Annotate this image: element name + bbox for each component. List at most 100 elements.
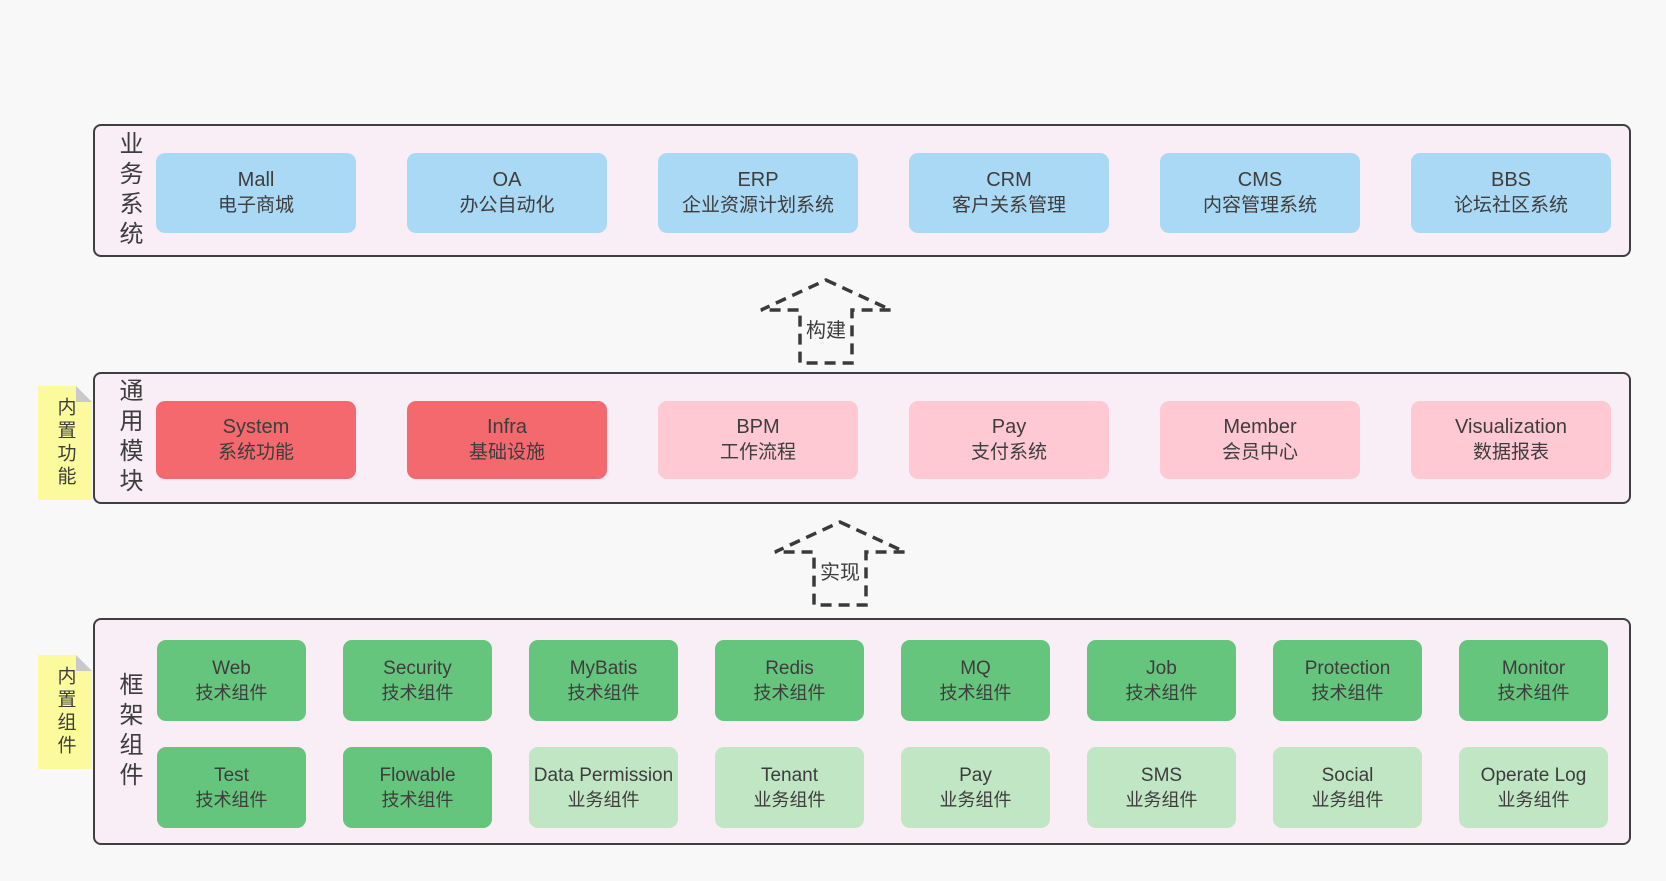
box-title: Infra <box>486 416 528 438</box>
modules-boxes-row: System 系统功能 Infra 基础设施 BPM 工作流程 Pay 支付系统… <box>156 401 1611 479</box>
box-title: Visualization <box>1455 416 1567 438</box>
box-title: Protection <box>1304 657 1391 679</box>
box-subtitle: 业务组件 <box>1125 789 1198 810</box>
box-subtitle: 会员中心 <box>1221 442 1298 463</box>
box-web: Web 技术组件 <box>157 640 306 721</box>
panel-label-framework-components: 框架组件 <box>115 671 142 792</box>
box-pay-component: Pay 业务组件 <box>901 747 1050 828</box>
box-title: Test <box>214 764 249 786</box>
box-subtitle: 工作流程 <box>719 442 796 463</box>
box-title: Web <box>212 657 251 679</box>
box-infra: Infra 基础设施 <box>407 401 607 479</box>
box-title: Redis <box>765 657 814 679</box>
box-member: Member 会员中心 <box>1160 401 1360 479</box>
box-subtitle: 电子商城 <box>217 195 294 216</box>
box-title: CMS <box>1237 169 1283 191</box>
box-title: ERP <box>737 169 779 191</box>
box-subtitle: 业务组件 <box>753 789 826 810</box>
box-mq: MQ 技术组件 <box>901 640 1050 721</box>
panel-label-business-systems: 业务系统 <box>115 130 142 251</box>
up-arrow-icon <box>774 520 906 607</box>
box-crm: CRM 客户关系管理 <box>909 153 1109 233</box>
common-modules-panel: 通用模块 System 系统功能 Infra 基础设施 BPM 工作流程 Pay… <box>93 372 1631 504</box>
box-subtitle: 技术组件 <box>381 789 454 810</box>
box-mybatis: MyBatis 技术组件 <box>529 640 678 721</box>
implement-arrow-label: 实现 <box>816 555 864 586</box>
box-title: SMS <box>1140 764 1183 786</box>
box-subtitle: 业务组件 <box>939 789 1012 810</box>
business-boxes-row: Mall 电子商城 OA 办公自动化 ERP 企业资源计划系统 CRM 客户关系… <box>156 153 1611 233</box>
box-title: Member <box>1223 416 1297 438</box>
box-subtitle: 技术组件 <box>1125 682 1198 703</box>
box-test: Test 技术组件 <box>157 747 306 828</box>
box-subtitle: 论坛社区系统 <box>1453 195 1568 216</box>
build-arrow-label: 构建 <box>802 313 850 344</box>
box-subtitle: 技术组件 <box>381 682 454 703</box>
components-row-2: Test 技术组件 Flowable 技术组件 Data Permission … <box>157 747 1608 828</box>
box-subtitle: 办公自动化 <box>459 195 555 216</box>
box-subtitle: 技术组件 <box>195 789 268 810</box>
box-cms: CMS 内容管理系统 <box>1160 153 1360 233</box>
box-subtitle: 内容管理系统 <box>1202 195 1317 216</box>
box-pay-module: Pay 支付系统 <box>909 401 1109 479</box>
implement-arrow: 实现 <box>772 519 908 608</box>
box-erp: ERP 企业资源计划系统 <box>658 153 858 233</box>
sticky-note-builtin-features: 内置功能 <box>38 386 92 500</box>
box-subtitle: 技术组件 <box>1311 682 1384 703</box>
box-title: Flowable <box>379 764 456 786</box>
box-subtitle: 支付系统 <box>970 442 1047 463</box>
box-title: BBS <box>1490 169 1532 191</box>
box-subtitle: 基础设施 <box>468 442 545 463</box>
box-title: Pay <box>959 764 992 786</box>
sticky-note-text: 内置功能 <box>54 397 76 489</box>
box-tenant: Tenant 业务组件 <box>715 747 864 828</box>
box-subtitle: 系统功能 <box>217 442 294 463</box>
business-systems-panel: 业务系统 Mall 电子商城 OA 办公自动化 ERP 企业资源计划系统 CRM… <box>93 124 1631 257</box>
box-title: MyBatis <box>569 657 638 679</box>
box-subtitle: 技术组件 <box>753 682 826 703</box>
box-oa: OA 办公自动化 <box>407 153 607 233</box>
box-bpm: BPM 工作流程 <box>658 401 858 479</box>
box-operate-log: Operate Log 业务组件 <box>1459 747 1608 828</box>
box-system: System 系统功能 <box>156 401 356 479</box>
box-subtitle: 技术组件 <box>1497 682 1570 703</box>
box-title: Social <box>1321 764 1374 786</box>
box-monitor: Monitor 技术组件 <box>1459 640 1608 721</box>
box-visualization: Visualization 数据报表 <box>1411 401 1611 479</box>
box-title: OA <box>492 169 522 191</box>
box-title: Monitor <box>1501 657 1566 679</box>
box-title: Mall <box>237 169 275 191</box>
box-subtitle: 客户关系管理 <box>951 195 1066 216</box>
box-subtitle: 企业资源计划系统 <box>681 195 834 216</box>
box-job: Job 技术组件 <box>1087 640 1236 721</box>
box-redis: Redis 技术组件 <box>715 640 864 721</box>
box-title: MQ <box>960 657 991 679</box>
box-subtitle: 业务组件 <box>1311 789 1384 810</box>
sticky-note-text: 内置组件 <box>54 666 76 758</box>
box-flowable: Flowable 技术组件 <box>343 747 492 828</box>
box-title: CRM <box>986 169 1032 191</box>
box-data-permission: Data Permission 业务组件 <box>529 747 678 828</box>
box-title: Tenant <box>760 764 819 786</box>
box-protection: Protection 技术组件 <box>1273 640 1422 721</box>
box-social: Social 业务组件 <box>1273 747 1422 828</box>
panel-label-common-modules: 通用模块 <box>115 378 142 498</box>
up-arrow-icon <box>760 278 892 365</box>
sticky-note-builtin-components: 内置组件 <box>38 655 92 769</box>
box-title: System <box>222 416 290 438</box>
box-subtitle: 业务组件 <box>1497 789 1570 810</box>
build-arrow: 构建 <box>758 277 894 366</box>
box-subtitle: 技术组件 <box>195 682 268 703</box>
box-mall: Mall 电子商城 <box>156 153 356 233</box>
box-subtitle: 技术组件 <box>567 682 640 703</box>
box-subtitle: 技术组件 <box>939 682 1012 703</box>
box-subtitle: 业务组件 <box>567 789 640 810</box>
box-title: Security <box>383 657 452 679</box>
box-title: Data Permission <box>533 764 674 786</box>
box-bbs: BBS 论坛社区系统 <box>1411 153 1611 233</box>
box-security: Security 技术组件 <box>343 640 492 721</box>
box-sms: SMS 业务组件 <box>1087 747 1236 828</box>
framework-components-panel: 框架组件 Web 技术组件 Security 技术组件 MyBatis 技术组件… <box>93 618 1631 845</box>
box-subtitle: 数据报表 <box>1472 442 1549 463</box>
components-row-1: Web 技术组件 Security 技术组件 MyBatis 技术组件 Redi… <box>157 640 1608 721</box>
